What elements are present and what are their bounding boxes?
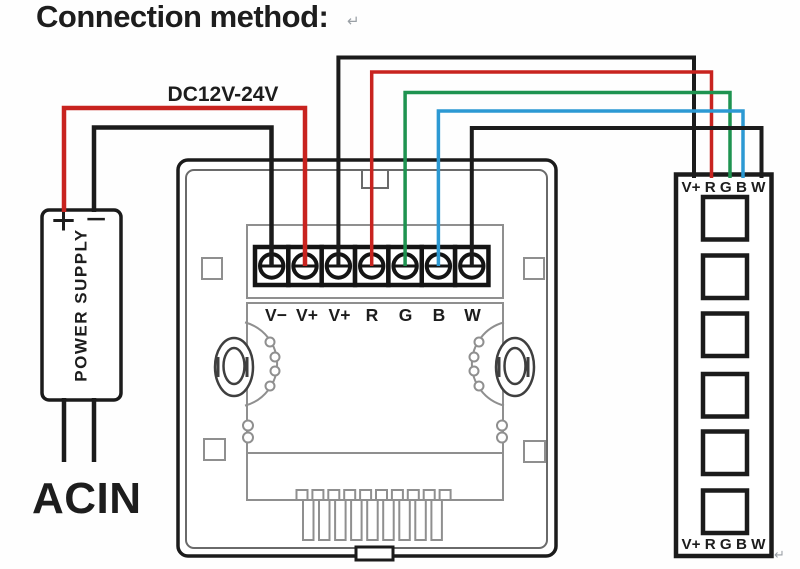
pin <box>366 499 379 541</box>
power-supply-label: POWER SUPPLY <box>72 228 91 381</box>
panel-clip-square <box>203 438 226 461</box>
edge-bump <box>242 431 254 444</box>
power-supply-box <box>40 208 123 402</box>
pin-cap <box>438 489 452 501</box>
terminal-label-b: B <box>433 305 446 325</box>
pin <box>398 499 411 541</box>
scallop-bump <box>473 336 485 348</box>
panel-clip-square <box>523 440 546 463</box>
pin <box>414 499 427 541</box>
panel-clip-square <box>523 257 545 280</box>
wire-psu-plus-to-vplus <box>61 105 308 266</box>
scallop-bump <box>468 365 480 377</box>
led-chip <box>700 253 750 301</box>
terminal-label-w: W <box>464 305 481 325</box>
pin-cap <box>311 489 325 501</box>
dc-voltage-label: DC12V-24V <box>168 83 279 106</box>
terminal-label-vplus1: V+ <box>296 305 318 325</box>
scallop-bump <box>264 380 276 392</box>
pin-cap <box>359 489 373 501</box>
pin <box>382 499 395 541</box>
edge-bump <box>496 419 508 432</box>
screw-hole-inner <box>503 346 527 386</box>
wire-g-to-strip <box>403 90 732 266</box>
pin-cap <box>343 489 357 501</box>
wire-psu-minus-to-vminus <box>91 125 274 266</box>
module-body <box>246 302 504 501</box>
led-strip-bottom-pads-label: V+ R G B W <box>682 536 767 553</box>
scallop-bump <box>269 351 281 363</box>
pin-cap <box>327 489 341 501</box>
terminal-label-g: G <box>399 305 413 325</box>
led-chip <box>700 429 750 477</box>
ac-input-label: ACIN <box>32 474 142 523</box>
led-chip <box>700 311 750 359</box>
edge-bump <box>496 431 508 444</box>
pin-cap <box>375 489 388 501</box>
page-title: Connection method: <box>36 0 328 34</box>
terminal-label-vminus: V− <box>265 305 287 325</box>
led-chip <box>700 371 750 419</box>
wire-r-to-strip <box>369 70 714 266</box>
panel-clip-square <box>201 257 223 280</box>
wire-w-to-strip <box>469 126 764 266</box>
edge-bump <box>242 419 254 432</box>
screw-cutout-arc <box>470 321 505 407</box>
pin <box>430 499 443 541</box>
pin <box>334 499 347 541</box>
panel-top-notch <box>361 169 389 189</box>
pin <box>350 499 363 541</box>
scallop-bump <box>468 351 480 363</box>
scallop-bump <box>264 336 276 348</box>
terminal-label-r: R <box>366 305 379 325</box>
paragraph-mark-icon: ↵ <box>347 13 360 30</box>
scallop-bump <box>269 365 281 377</box>
wire-vplus-to-strip <box>336 55 696 266</box>
screw-hole-inner <box>222 346 246 386</box>
scallop-bump <box>473 380 485 392</box>
pin-cap <box>390 489 404 501</box>
wire-b-to-strip <box>436 109 745 266</box>
pin <box>302 499 315 541</box>
screw-cutout-arc <box>244 321 279 407</box>
led-strip-top-pads-label: V+ R G B W <box>682 179 767 196</box>
pin <box>318 499 331 541</box>
paragraph-mark-icon: ↵ <box>774 547 785 562</box>
pin-cap <box>422 489 436 501</box>
pin-cap <box>295 489 309 501</box>
led-chip <box>700 488 750 536</box>
minus-terminal-label: − <box>85 198 106 239</box>
panel-bottom-tab <box>354 545 395 562</box>
terminal-label-vplus2: V+ <box>329 305 351 325</box>
pin-cap <box>406 489 420 501</box>
led-chip <box>700 194 750 242</box>
